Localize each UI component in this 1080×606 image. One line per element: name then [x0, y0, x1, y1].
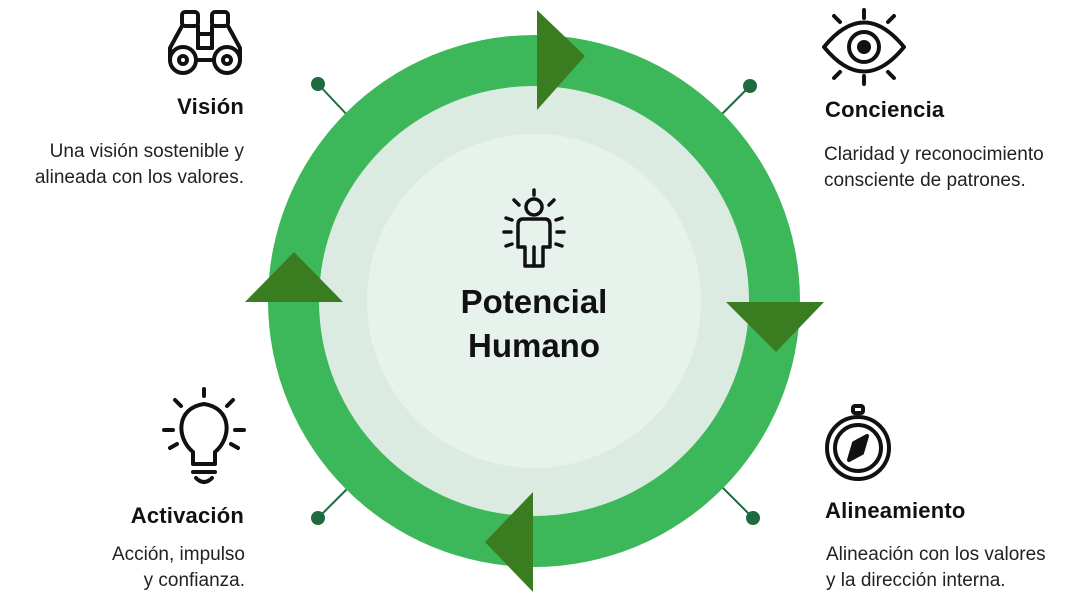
activacion-desc-line1: Acción, impulso — [111, 544, 245, 565]
connector-vision — [317, 83, 351, 119]
conciencia-desc-line2: consciente de patrones. — [824, 170, 1026, 191]
vision-title: Visión — [177, 94, 244, 119]
eye-icon — [822, 8, 906, 86]
radiant-person-icon — [502, 188, 566, 268]
center-title-line1: Potencial — [460, 283, 608, 320]
alineamiento-desc-line2: y la dirección interna. — [826, 570, 1006, 591]
vision-desc-line1: Una visión sostenible y — [49, 141, 244, 162]
connector-dot-alineamiento — [746, 511, 760, 525]
connectors — [311, 77, 760, 525]
center-title: Potencial Humano — [400, 280, 668, 368]
connector-dot-vision — [311, 77, 325, 91]
connector-dot-activacion — [311, 511, 325, 525]
arrow-top — [537, 10, 585, 110]
connector-conciencia — [717, 85, 751, 119]
arrow-left — [245, 252, 343, 302]
binoculars-icon — [168, 10, 242, 75]
center-title-line2: Humano — [468, 327, 600, 364]
alineamiento-title: Alineamiento — [825, 498, 966, 523]
connector-alineamiento — [719, 484, 754, 519]
activacion-desc-line2: y confianza. — [143, 570, 245, 591]
connector-dot-conciencia — [743, 79, 757, 93]
activacion-title: Activación — [130, 503, 244, 528]
conciencia-desc-line1: Claridad y reconocimiento — [824, 144, 1044, 165]
vision-desc-line2: alineada con los valores. — [34, 167, 244, 188]
core-disc — [367, 134, 701, 468]
conciencia-title: Conciencia — [825, 97, 945, 122]
lightbulb-icon — [162, 387, 246, 484]
alineamiento-desc-line1: Alineación con los valores — [826, 544, 1046, 565]
compass-icon — [825, 404, 891, 481]
arrow-right — [726, 302, 824, 352]
arrow-bottom — [485, 492, 533, 592]
connector-activacion — [317, 485, 351, 519]
